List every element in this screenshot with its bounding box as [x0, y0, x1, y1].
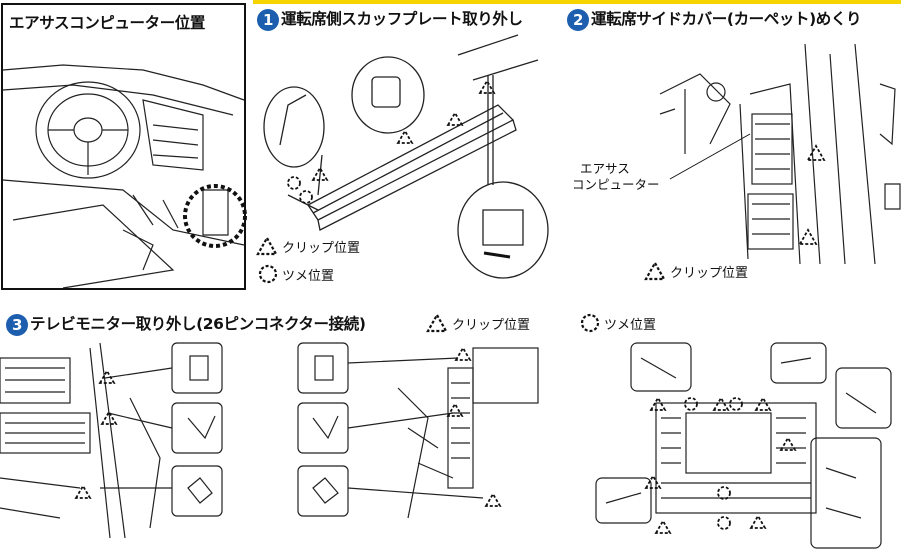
step1-number-badge: 1 — [257, 8, 279, 31]
clip-position-icon — [256, 235, 278, 256]
step1-legend-clip: クリップ位置 — [256, 235, 360, 256]
dashboard-illustration — [2, 64, 247, 289]
step1-legend-claw: ツメ位置 — [258, 264, 334, 284]
location-panel-title: エアサスコンピューター位置 — [9, 14, 205, 32]
monitor-front-view-illustration — [595, 342, 892, 549]
header-accent-bar — [253, 0, 901, 4]
step3-number-badge: 3 — [6, 313, 28, 336]
claw-position-icon — [258, 264, 278, 284]
monitor-left-view-illustration — [0, 342, 223, 539]
step2-legend-clip: クリップ位置 — [644, 260, 748, 281]
step2-callout-line1: エアサス — [580, 161, 630, 176]
step2-callout-line2: コンピューター — [572, 177, 660, 192]
clip-position-icon — [426, 312, 448, 333]
computer-location-marker — [183, 184, 247, 248]
location-panel: エアサスコンピューター位置 — [1, 3, 246, 290]
step3-legend-clip: クリップ位置 — [426, 312, 530, 333]
scuff-plate-illustration — [263, 34, 549, 279]
side-cover-illustration — [659, 43, 901, 265]
clip-position-icon — [644, 260, 666, 281]
step2-number-badge: 2 — [567, 8, 589, 31]
monitor-right-view-illustration — [297, 342, 539, 519]
step3-legend-claw: ツメ位置 — [580, 313, 656, 333]
claw-position-icon — [580, 313, 600, 333]
